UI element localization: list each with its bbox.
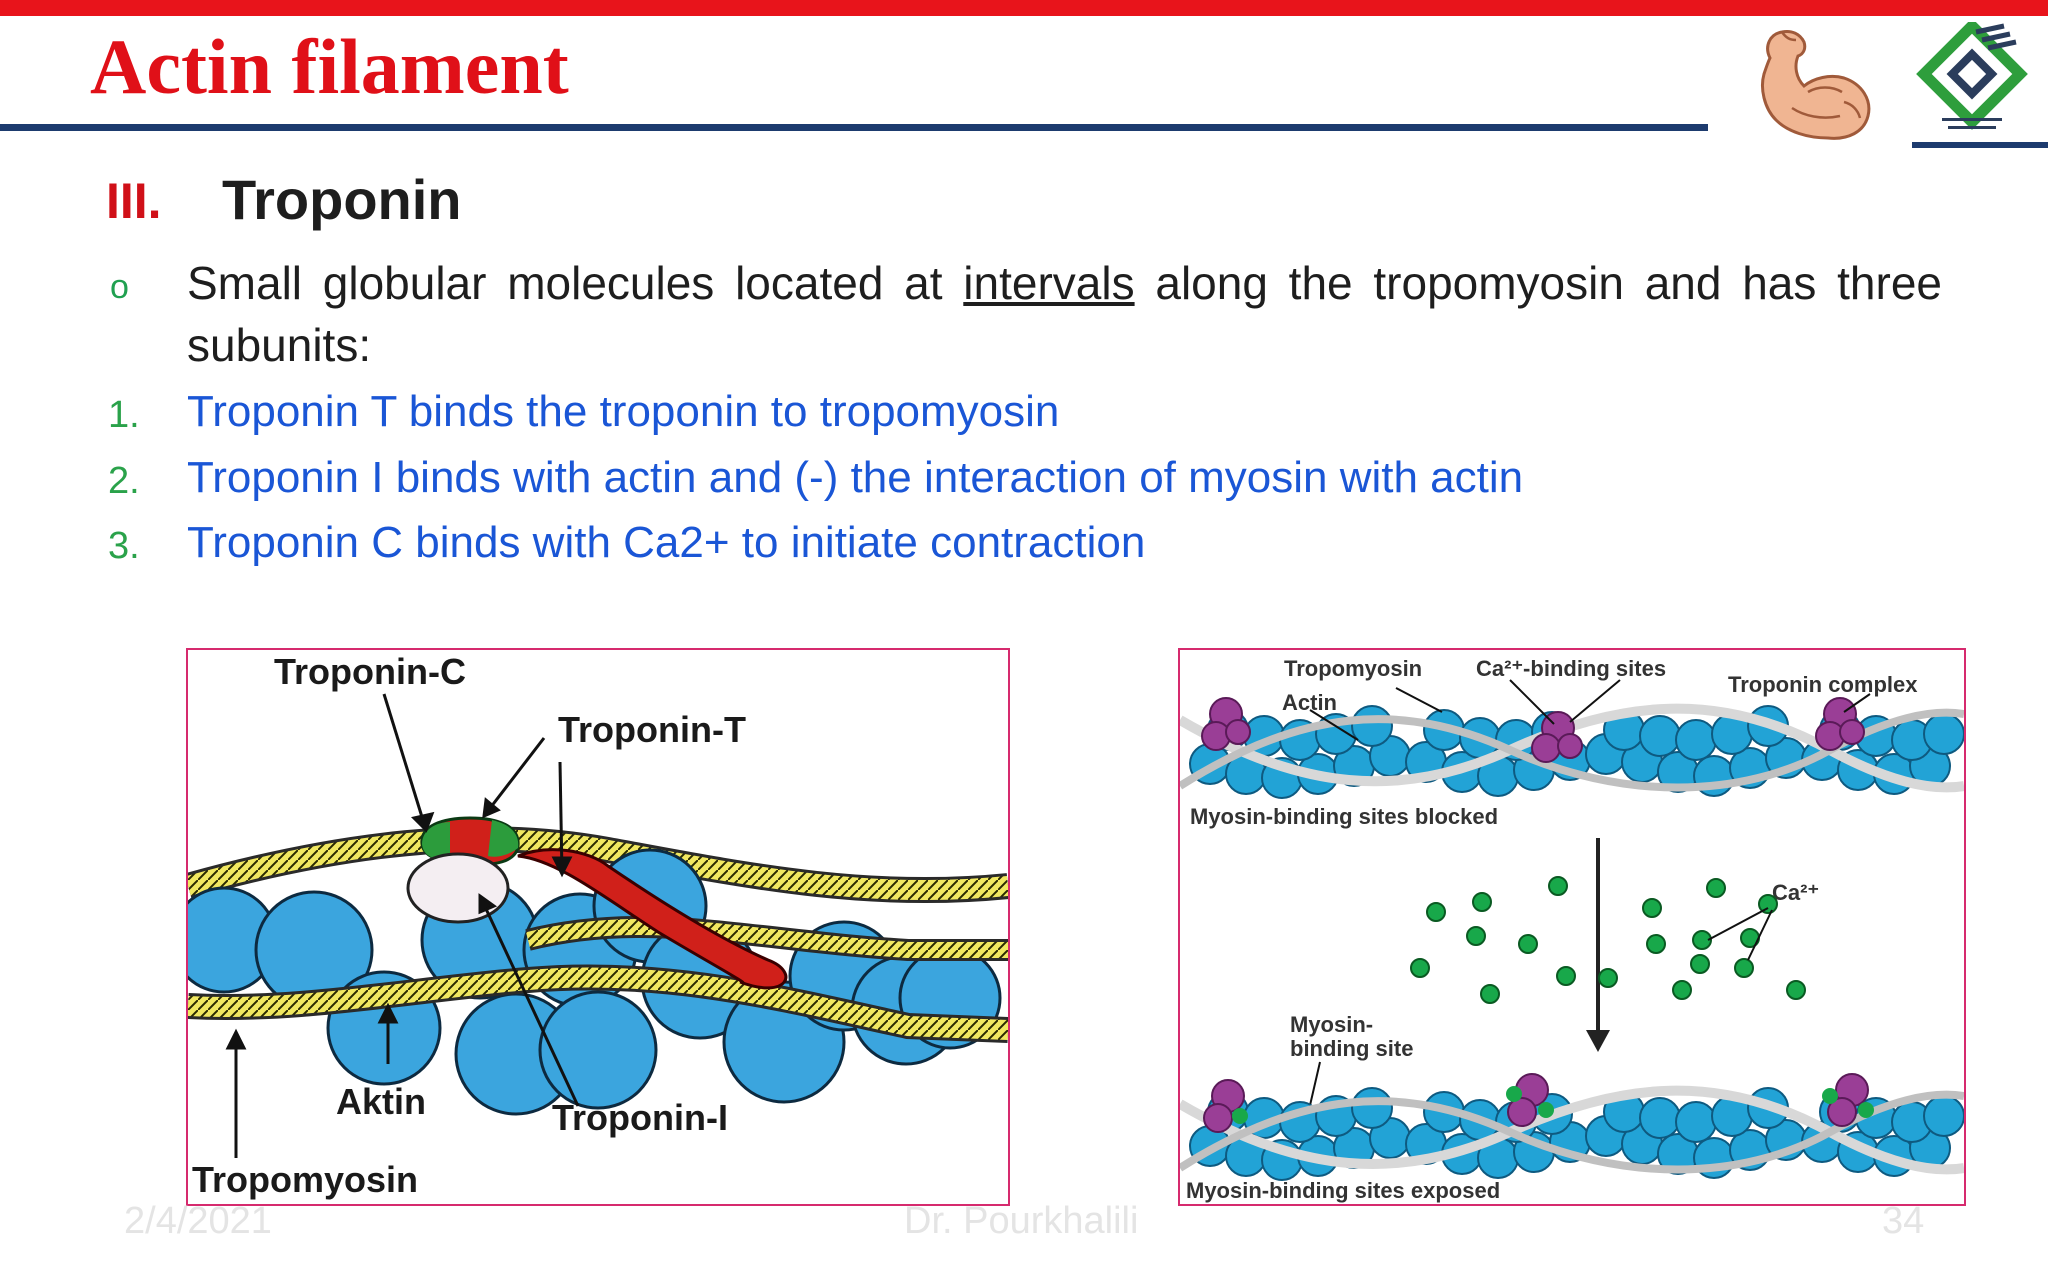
title-underline-rule xyxy=(0,124,1708,131)
label-troponin-i: Troponin-I xyxy=(552,1097,728,1138)
list-item-troponin-i: Troponin I binds with actin and (-) the … xyxy=(187,453,1524,502)
calcium-regulation-art: Tropomyosin Ca²⁺-binding sites Actin Tro… xyxy=(1180,656,1964,1203)
troponin-diagram-art: Troponin-C Troponin-T Aktin Troponin-I T… xyxy=(188,651,1008,1200)
top-leader-lines xyxy=(1309,679,1871,741)
label-tropomyosin: Tropomyosin xyxy=(1284,656,1422,681)
calcium-regulation-diagram: Tropomyosin Ca²⁺-binding sites Actin Tro… xyxy=(1178,648,1966,1206)
troponin-complex-blocked xyxy=(1201,697,1865,763)
troponin-complex-exposed xyxy=(1203,1073,1874,1133)
label-tropomyosin: Tropomyosin xyxy=(192,1159,418,1200)
institution-logo xyxy=(1916,22,2028,130)
label-aktin: Aktin xyxy=(336,1081,426,1122)
list-number: 2. xyxy=(108,460,140,502)
label-sites-exposed: Myosin-binding sites exposed xyxy=(1186,1178,1500,1203)
troponin-t-subunit xyxy=(517,848,788,990)
footer-page-number: 34 xyxy=(1882,1200,1925,1242)
label-arrows xyxy=(225,693,580,1158)
body-text-end: along the tropomyosin and has three subu… xyxy=(187,257,1942,371)
body-paragraph: Small globular molecules located at inte… xyxy=(187,252,1942,376)
logo-underline-rule xyxy=(1912,142,2048,148)
label-ca-binding-sites: Ca²⁺-binding sites xyxy=(1476,656,1666,681)
label-actin: Actin xyxy=(1282,690,1337,715)
body-text-start: Small globular molecules located at xyxy=(187,257,964,309)
flexed-arm-icon xyxy=(1761,30,1871,140)
down-arrow xyxy=(1586,838,1610,1052)
label-troponin-t: Troponin-T xyxy=(558,709,746,750)
list-number: 1. xyxy=(108,394,140,436)
section-heading: Troponin xyxy=(222,168,462,231)
actin-filament-exposed xyxy=(1189,1087,1964,1181)
footer-author: Dr. Pourkhalili xyxy=(904,1200,1139,1242)
label-sites-blocked: Myosin-binding sites blocked xyxy=(1190,804,1498,829)
calcium-ions xyxy=(1410,876,1806,1004)
tropomyosin-strand-exposed xyxy=(1180,1085,1964,1175)
top-accent-bar xyxy=(0,0,2048,16)
label-calcium-ion: Ca²⁺ xyxy=(1772,880,1819,905)
label-troponin-complex: Troponin complex xyxy=(1728,672,1918,697)
slide-title: Actin filament xyxy=(90,23,569,110)
label-myosin-binding-site-line1: Myosin- xyxy=(1290,1012,1373,1037)
footer-date: 2/4/2021 xyxy=(124,1200,272,1242)
list-item-troponin-t: Troponin T binds the troponin to tropomy… xyxy=(187,387,1060,436)
bullet-marker: o xyxy=(110,268,129,306)
list-number: 3. xyxy=(108,525,140,567)
troponin-i-subunit xyxy=(406,852,510,924)
troponin-diagram: Troponin-C Troponin-T Aktin Troponin-I T… xyxy=(186,648,1010,1206)
list-item-troponin-c: Troponin C binds with Ca2+ to initiate c… xyxy=(187,518,1146,567)
label-myosin-binding-site-line2: binding site xyxy=(1290,1036,1413,1061)
tropomyosin-strand-blocked xyxy=(1180,703,1964,793)
tropomyosin-upper-strand xyxy=(188,826,1008,904)
section-number: III. xyxy=(106,173,162,229)
label-troponin-c: Troponin-C xyxy=(274,651,466,692)
underlined-word: intervals xyxy=(963,257,1135,309)
